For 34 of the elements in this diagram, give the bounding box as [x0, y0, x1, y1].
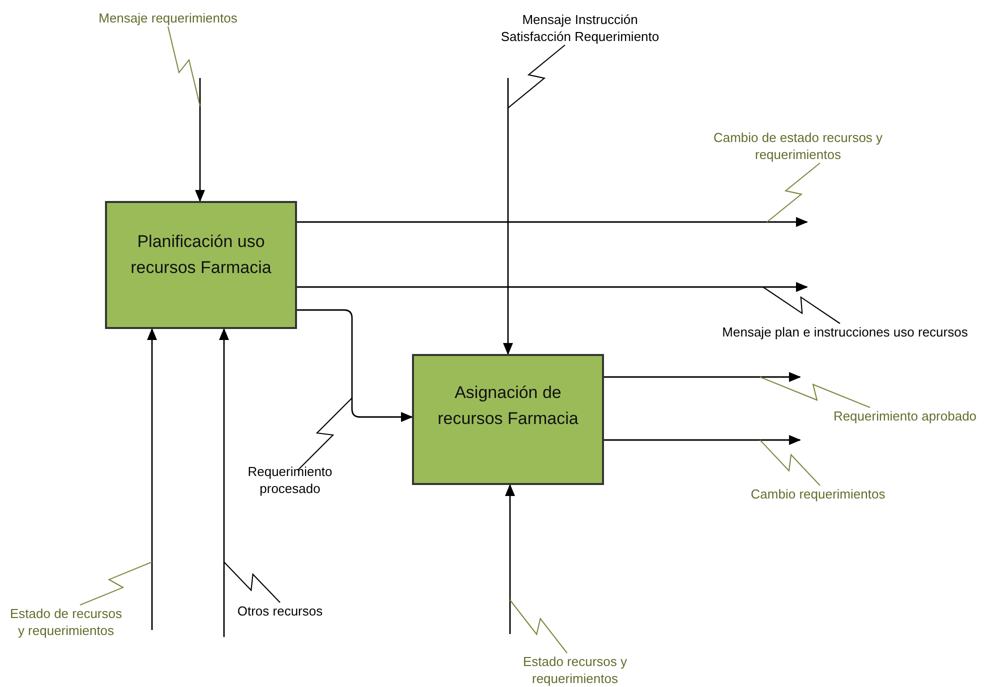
- leader-line: [80, 562, 152, 606]
- arrow: [195, 78, 205, 202]
- arrow-label: Requerimiento aprobado: [833, 408, 977, 424]
- arrow: [297, 217, 808, 227]
- arrow-label: Otros recursos: [237, 602, 323, 620]
- arrow-label: Cambio de estado recursos y requerimientos: [712, 129, 884, 163]
- arrow: [297, 282, 808, 292]
- process-label: Asignación de recursos Farmacia: [436, 382, 580, 430]
- arrow: [505, 484, 515, 634]
- leader-line: [167, 26, 201, 106]
- arrow-label: Cambio requerimientos: [750, 486, 886, 502]
- arrow: [604, 372, 801, 382]
- arrow: [297, 309, 413, 422]
- leader-line: [510, 600, 568, 654]
- leader-line: [760, 440, 820, 486]
- arrow: [604, 435, 801, 445]
- leader-line: [766, 162, 820, 222]
- arrow-label: Estado de recursos y requerimientos: [8, 605, 123, 639]
- leader-line: [298, 398, 352, 470]
- leader-line: [508, 44, 566, 108]
- arrow: [147, 328, 157, 630]
- arrow: [503, 78, 513, 355]
- arrow-label: Mensaje plan e instrucciones uso recursos: [722, 324, 968, 340]
- arrow-label: Estado recursos y requerimientos: [522, 653, 628, 687]
- leader-line: [224, 562, 280, 603]
- leader-line: [762, 286, 840, 324]
- process-box: [412, 354, 604, 485]
- arrow: [219, 328, 229, 637]
- arrow-label: Mensaje requerimientos: [98, 10, 238, 26]
- process-box: [105, 201, 297, 329]
- leader-line: [760, 376, 870, 408]
- arrow-label: Mensaje Instrucción Satisfacción Requerimiento: [500, 11, 660, 45]
- process-label: Planificación uso recursos Farmacia: [130, 231, 272, 279]
- arrow-label: Requerimiento procesado: [246, 463, 334, 497]
